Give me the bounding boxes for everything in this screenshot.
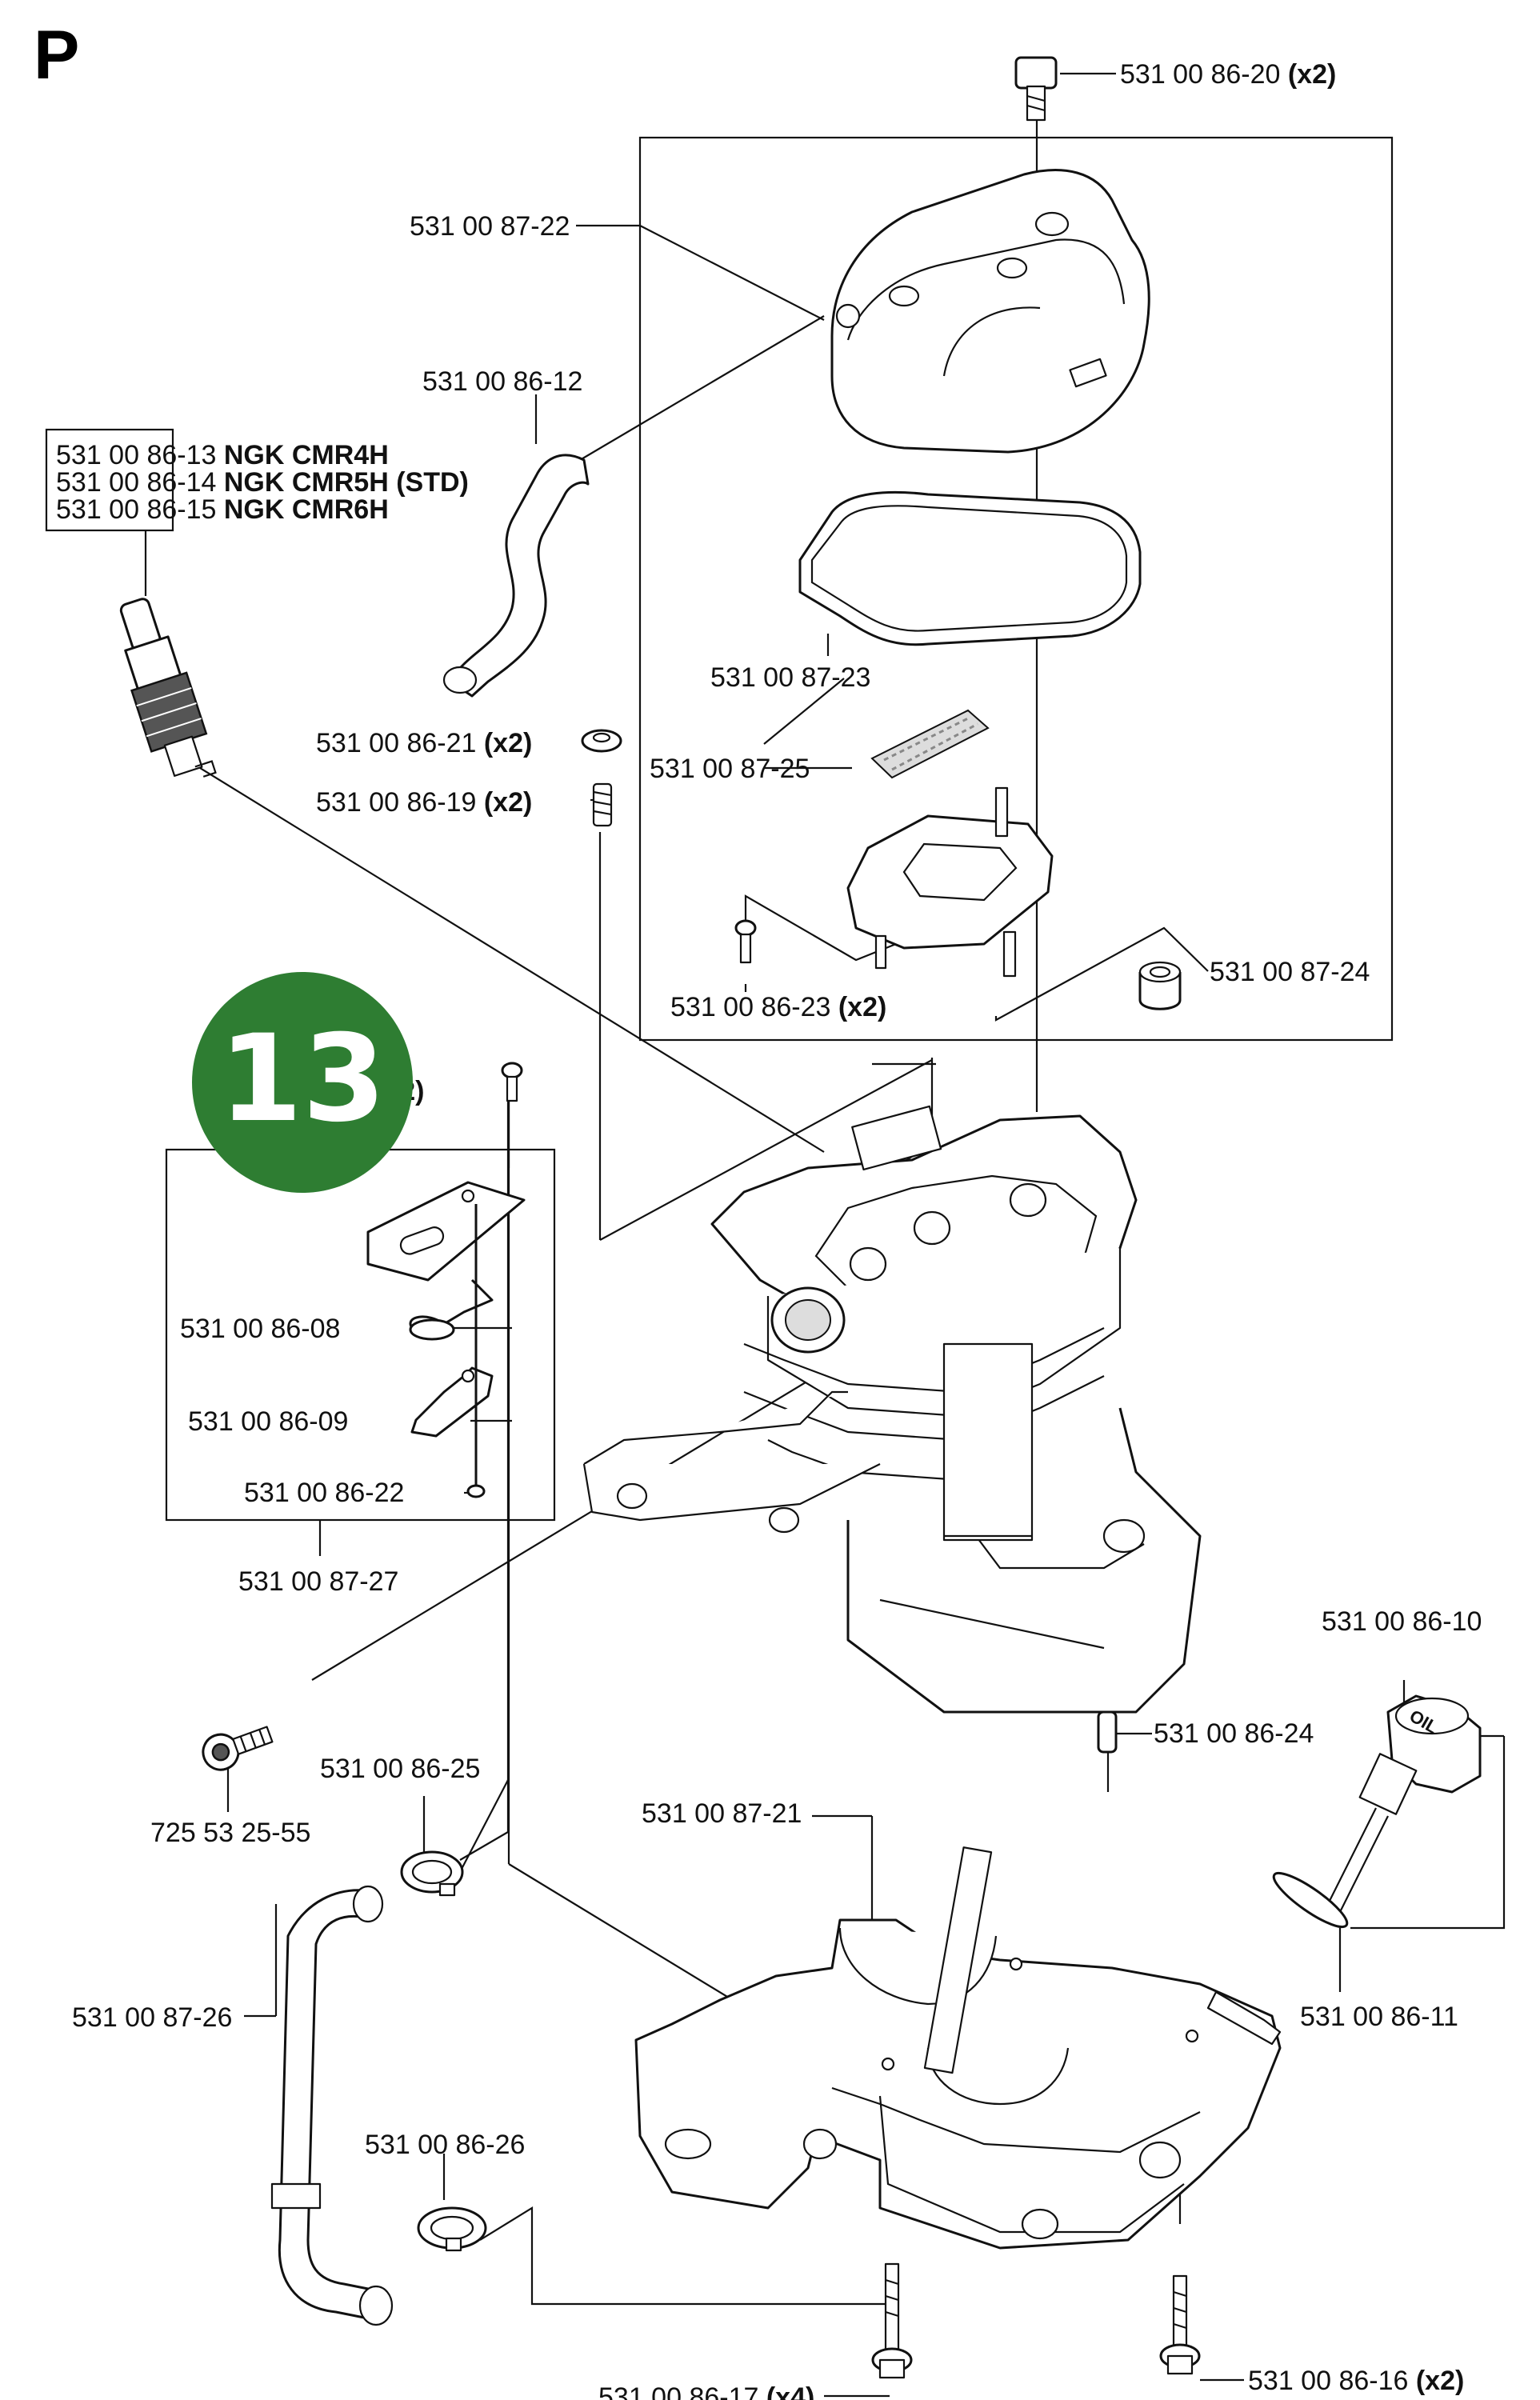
badge-number: 13 — [219, 1010, 386, 1149]
cylinder-cover-icon — [830, 169, 1150, 454]
callout-crankcase-screw: 531 00 86-17 (x4) — [598, 2382, 814, 2400]
sump-screw-icon — [1159, 2274, 1201, 2375]
crankcase-icon — [634, 1846, 1282, 2250]
callout-valve-plate: 531 00 86-08 — [180, 1314, 340, 1344]
callout-engine-screw: 725 53 25-55 — [150, 1818, 310, 1848]
callout-stud: 531 00 86-19 (x2) — [316, 787, 532, 818]
callout-oil-tube: 531 00 87-26 — [72, 2002, 232, 2033]
callout-spark-plug-3: 531 00 86-15 NGK CMR6H — [56, 494, 389, 525]
section-letter: P — [34, 17, 79, 94]
crankcase-screw-icon — [871, 2262, 913, 2379]
callout-spark-plug-1: 531 00 86-13 NGK CMR4H — [56, 440, 389, 470]
callout-cylinder-cover: 531 00 87-22 — [410, 211, 570, 242]
engine-screw-icon — [202, 1726, 274, 1771]
breather-screw-icon — [734, 919, 757, 964]
callout-small-screw: 531 00 86-22 — [244, 1478, 404, 1508]
callout-bushing: 531 00 87-24 — [1210, 957, 1370, 987]
oil-tube-icon — [270, 1885, 394, 2326]
callout-filter: 531 00 87-25 — [650, 754, 810, 784]
callout-nut: 531 00 86-21 (x2) — [316, 728, 532, 758]
spark-plug-label-box — [45, 428, 174, 532]
callout-head-screw: 531 00 86-20 (x2) — [1120, 59, 1336, 90]
callout-breather-hose: 531 00 86-12 — [422, 366, 582, 397]
cover-gasket-icon — [798, 490, 1142, 646]
callout-sump-screw: 531 00 86-16 (x2) — [1248, 2366, 1464, 2396]
nut-icon — [581, 729, 622, 753]
oil-cap-icon: OIL — [1326, 1694, 1482, 1914]
cover-group-box — [638, 136, 1394, 1042]
breather-plate-icon — [846, 786, 1054, 978]
cylinder-block-icon — [582, 1105, 1202, 1714]
callout-crankcase: 531 00 87-21 — [642, 1798, 802, 1829]
callout-breather-screw: 531 00 86-23 (x2) — [670, 992, 886, 1022]
callout-spark-plug-2: 531 00 86-14 NGK CMR5H (STD) — [56, 467, 469, 498]
valve-kit-parts-icon — [366, 1062, 526, 1498]
callout-valve-kit: 531 00 87-27 — [238, 1566, 398, 1597]
breather-hose-icon — [442, 454, 590, 698]
head-screw-top-icon — [1014, 56, 1058, 122]
upper-clamp-icon — [400, 1850, 464, 1897]
lower-clamp-icon — [417, 2206, 487, 2252]
o-ring-icon — [1272, 1871, 1349, 1929]
figure-number-badge: 13 — [192, 972, 413, 1193]
spark-plug-icon — [119, 598, 217, 778]
callout-clamp-upper: 531 00 86-25 — [320, 1754, 480, 1784]
callout-clamp-lower: 531 00 86-26 — [365, 2130, 525, 2160]
callout-pin: 531 00 86-24 — [1154, 1718, 1314, 1749]
filter-icon — [870, 709, 990, 779]
callout-o-ring: 531 00 86-11 — [1300, 2002, 1458, 2032]
callout-oil-cap: 531 00 86-10 — [1322, 1606, 1482, 1637]
bushing-icon — [1138, 961, 1182, 1010]
callout-valve-holder: 531 00 86-09 — [188, 1406, 348, 1437]
callout-cover-gasket: 531 00 87-23 — [710, 662, 870, 693]
stud-icon — [592, 782, 613, 827]
pin-icon — [1097, 1710, 1118, 1754]
